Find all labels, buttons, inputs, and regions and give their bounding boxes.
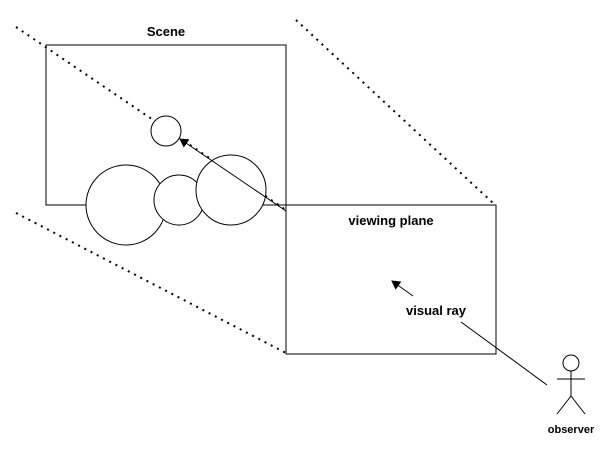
visual-ray-arrow — [391, 280, 414, 297]
scene-label: Scene — [147, 24, 185, 39]
sphere-small-top — [150, 115, 182, 147]
frustum-line-lower-left — [15, 212, 287, 354]
visual-ray-label: visual ray — [406, 303, 467, 318]
observer-leg-right — [570, 395, 586, 415]
viewing-plane-box — [285, 204, 497, 355]
observer-head — [562, 354, 580, 372]
ray-arrow-scene — [179, 138, 287, 212]
frustum-line-upper-right — [295, 19, 494, 204]
viewing-plane-label: viewing plane — [348, 213, 433, 228]
observer-leg-left — [556, 395, 572, 415]
observer-figure — [556, 354, 586, 415]
sphere-right-large — [195, 154, 267, 226]
observer-label: observer — [548, 424, 595, 436]
visual-ray-line — [460, 321, 548, 386]
